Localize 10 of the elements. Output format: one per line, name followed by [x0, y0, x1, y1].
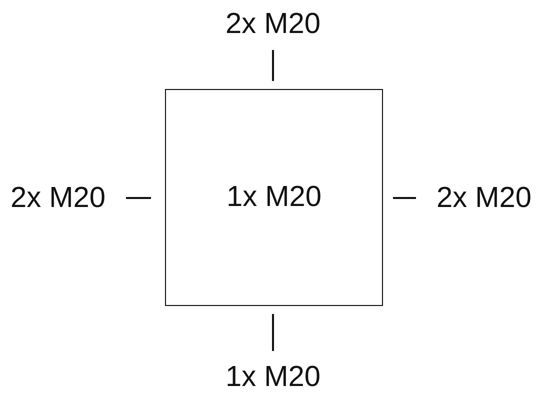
- connector-line: [272, 50, 274, 81]
- cable-entry-label: 2x M20: [426, 175, 542, 221]
- cable-entry-label: 2x M20: [0, 175, 116, 221]
- connector-line: [272, 314, 274, 351]
- junction-box: [165, 89, 383, 306]
- cable-entry-label: 2x M20: [208, 2, 338, 46]
- connector-line: [126, 197, 151, 199]
- connector-line: [393, 197, 416, 199]
- entry-label: 1x M20: [226, 181, 322, 214]
- cable-entry-label: 1x M20: [208, 355, 338, 399]
